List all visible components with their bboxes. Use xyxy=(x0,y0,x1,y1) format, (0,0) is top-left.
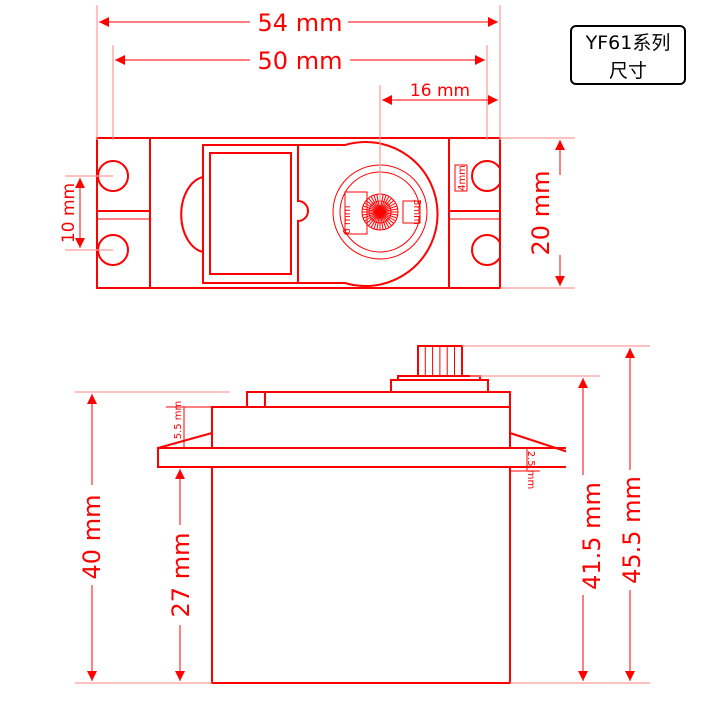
series-title-box: YF61系列 尺寸 xyxy=(570,25,686,85)
spline-tooth xyxy=(379,211,392,227)
spline-tooth xyxy=(379,211,395,224)
dim-10mm: 10 mm xyxy=(59,183,79,243)
mount-hole xyxy=(471,234,503,266)
spline-tooth xyxy=(379,211,387,230)
spline-tooth xyxy=(379,202,396,213)
spline-tooth xyxy=(379,211,398,216)
spline-tooth xyxy=(365,211,381,224)
dim-50mm: 50 mm xyxy=(258,47,343,75)
spline-tooth xyxy=(379,205,398,213)
spline-tooth xyxy=(368,211,381,227)
left-bulge xyxy=(180,176,204,253)
spline-tooth xyxy=(362,211,381,219)
top-housing xyxy=(202,141,439,287)
side-view: 40 mm 27 mm 41.5 mm 45.5 mm 5.5 mm 2.5 m… xyxy=(75,345,650,684)
spline-tooth xyxy=(376,194,381,213)
spline-tooth xyxy=(379,196,390,213)
dim-41-5mm: 41.5 mm xyxy=(578,482,606,590)
spline-tooth xyxy=(370,196,381,213)
upper-body xyxy=(211,406,511,449)
spline-tooth xyxy=(373,211,381,230)
spline-small-label: 3mm xyxy=(411,199,422,225)
boss xyxy=(390,379,489,393)
spline-tooth xyxy=(379,211,396,222)
spline-tooth xyxy=(370,211,381,228)
inner-rect xyxy=(209,152,292,275)
spline-tooth xyxy=(379,211,390,228)
spline-tooth xyxy=(373,194,381,213)
spline-tooth xyxy=(368,197,381,213)
dim-40mm: 40 mm xyxy=(78,495,106,580)
dim-27mm: 27 mm xyxy=(167,533,195,618)
spline-tooth xyxy=(379,200,395,213)
dim-45-5mm: 45.5 mm xyxy=(618,476,646,584)
spline-tooth xyxy=(362,211,381,216)
dim-5-5mm: 5.5 mm xyxy=(173,401,184,440)
spline-tooth xyxy=(379,208,398,213)
top-outline xyxy=(96,137,501,289)
dim-20mm: 20 mm xyxy=(527,171,555,256)
mount-hole xyxy=(471,160,503,192)
hole-dia-label: 4mm xyxy=(457,165,468,191)
lower-body xyxy=(211,466,511,684)
spline-tooth xyxy=(376,211,381,230)
spline-tooth xyxy=(379,194,384,213)
spline-tooth xyxy=(379,194,387,213)
series-title: YF61系列 xyxy=(585,32,671,54)
spline-dia-label: 6 mm xyxy=(342,205,353,234)
spline-tooth xyxy=(379,197,392,213)
flange xyxy=(157,447,569,468)
top-plate xyxy=(246,391,511,408)
spline-tooth xyxy=(362,205,381,213)
spline-tooth xyxy=(379,211,398,219)
dim-2-5mm: 2.5 mm xyxy=(525,451,536,490)
spline-tooth xyxy=(379,211,384,230)
top-view: 6 mm 3mm 4mm 54 mm 50 mm 16 mm 20 mm 10 … xyxy=(59,5,575,289)
dim-54mm: 54 mm xyxy=(258,9,343,37)
spline-tooth xyxy=(365,200,381,213)
series-subtitle: 尺寸 xyxy=(608,60,647,82)
spline-tooth xyxy=(362,208,381,213)
dim-16mm: 16 mm xyxy=(410,81,470,101)
